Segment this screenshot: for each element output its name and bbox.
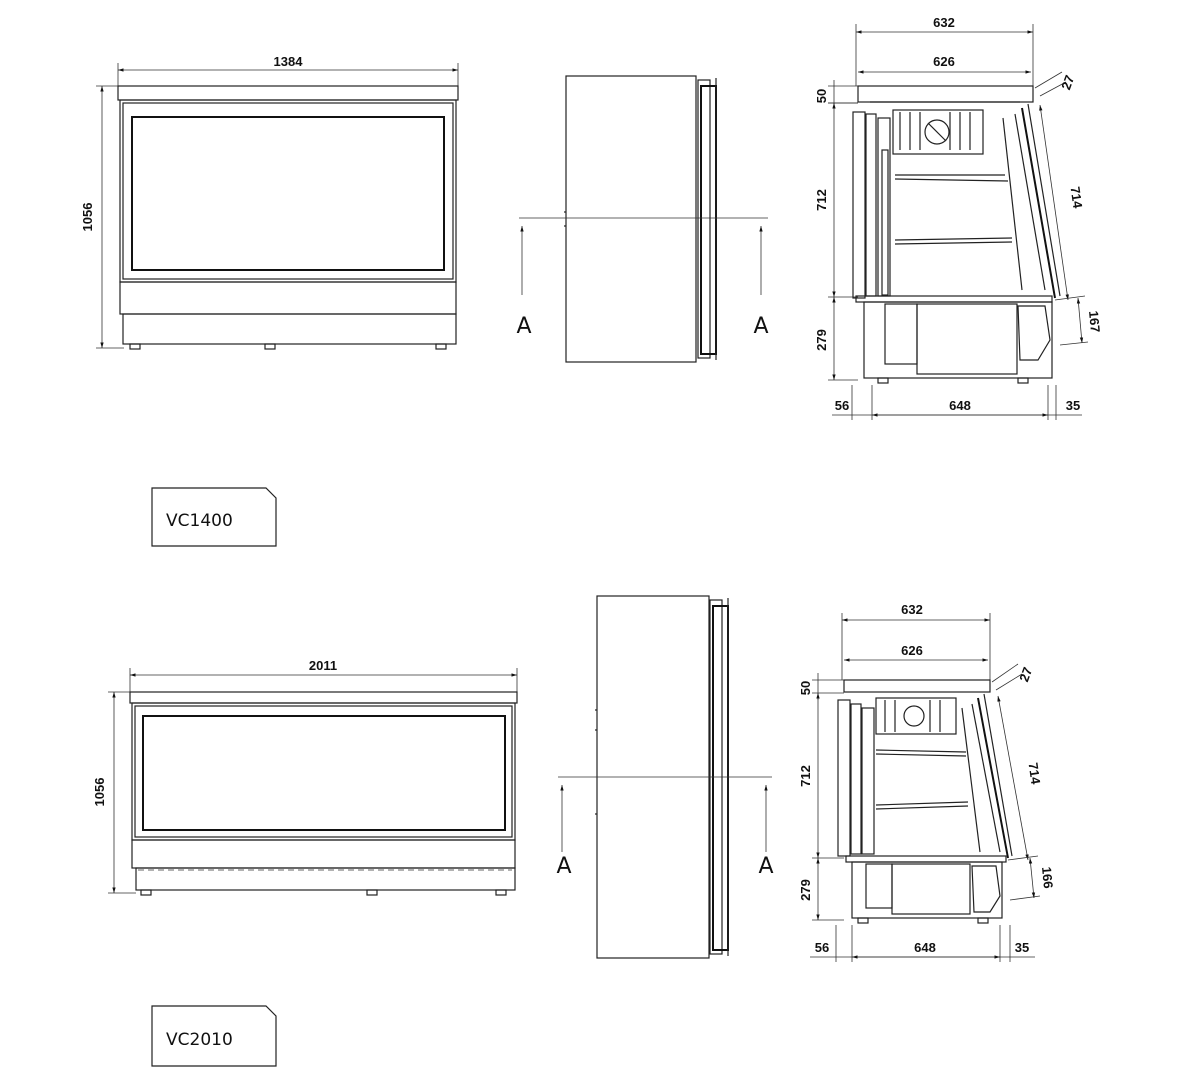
- vc2010-front-lower-label: 166: [1039, 866, 1056, 889]
- vc1400-glass-angle-label: 27: [1058, 73, 1077, 92]
- vc2010-section-view: 632 626 50 27 712 714 279 166 56 648 35: [798, 602, 1056, 962]
- vc1400-top-thickness-label: 50: [814, 89, 829, 103]
- vc1400-cabinet-height-label: 712: [814, 189, 829, 211]
- vc1400-width-label: 1384: [274, 54, 304, 69]
- vc2010-width-label: 2011: [309, 658, 337, 673]
- vc2010-section-label-left: A: [556, 854, 571, 879]
- vc2010-model-tag: VC2010: [151, 1005, 277, 1067]
- vc1400-height-label: 1056: [80, 203, 95, 232]
- vc2010-glass-length-label: 714: [1026, 762, 1044, 786]
- vc2010-top-outer-label: 632: [901, 602, 923, 617]
- vc1400-model-label: VC1400: [166, 511, 233, 531]
- vc1400-section-label-left: A: [516, 314, 531, 339]
- vc2010-top-inner-label: 626: [901, 643, 923, 658]
- vc1400-front-view: 1384 1056: [80, 54, 459, 350]
- vc2010-glass-angle-label: 27: [1016, 665, 1035, 684]
- vc1400-top-inner-label: 626: [933, 54, 955, 69]
- vc2010-section-label-right: A: [758, 854, 773, 879]
- vc2010-model-label: VC2010: [166, 1030, 233, 1050]
- vc2010-top-thickness-label: 50: [798, 681, 813, 695]
- vc2010-cabinet-height-label: 712: [798, 765, 813, 787]
- vc1400-side-view: A A: [516, 75, 769, 363]
- vc2010-base-height-label: 279: [798, 879, 813, 901]
- vc2010-base-left-label: 56: [815, 940, 829, 955]
- vc2010-side-view: A A: [556, 595, 774, 959]
- vc1400-base-width-label: 648: [949, 398, 971, 413]
- vc1400-glass-length-label: 714: [1068, 186, 1086, 210]
- vc2010-front-view: 2011 1056: [92, 658, 518, 896]
- vc1400-top-outer-label: 632: [933, 15, 955, 30]
- vc2010-base-right-label: 35: [1015, 940, 1029, 955]
- vc1400-section-label-right: A: [753, 314, 768, 339]
- vc1400-base-left-label: 56: [835, 398, 849, 413]
- vc1400-base-right-label: 35: [1066, 398, 1080, 413]
- vc1400-base-height-label: 279: [814, 329, 829, 351]
- vc1400-section-view: 632 626 50 27 712 714 279 167 56 648 35: [814, 15, 1103, 420]
- vc1400-model-tag: VC1400: [151, 487, 277, 547]
- vc2010-height-label: 1056: [92, 778, 107, 807]
- vc2010-base-width-label: 648: [914, 940, 936, 955]
- vc1400-front-lower-label: 167: [1086, 310, 1103, 333]
